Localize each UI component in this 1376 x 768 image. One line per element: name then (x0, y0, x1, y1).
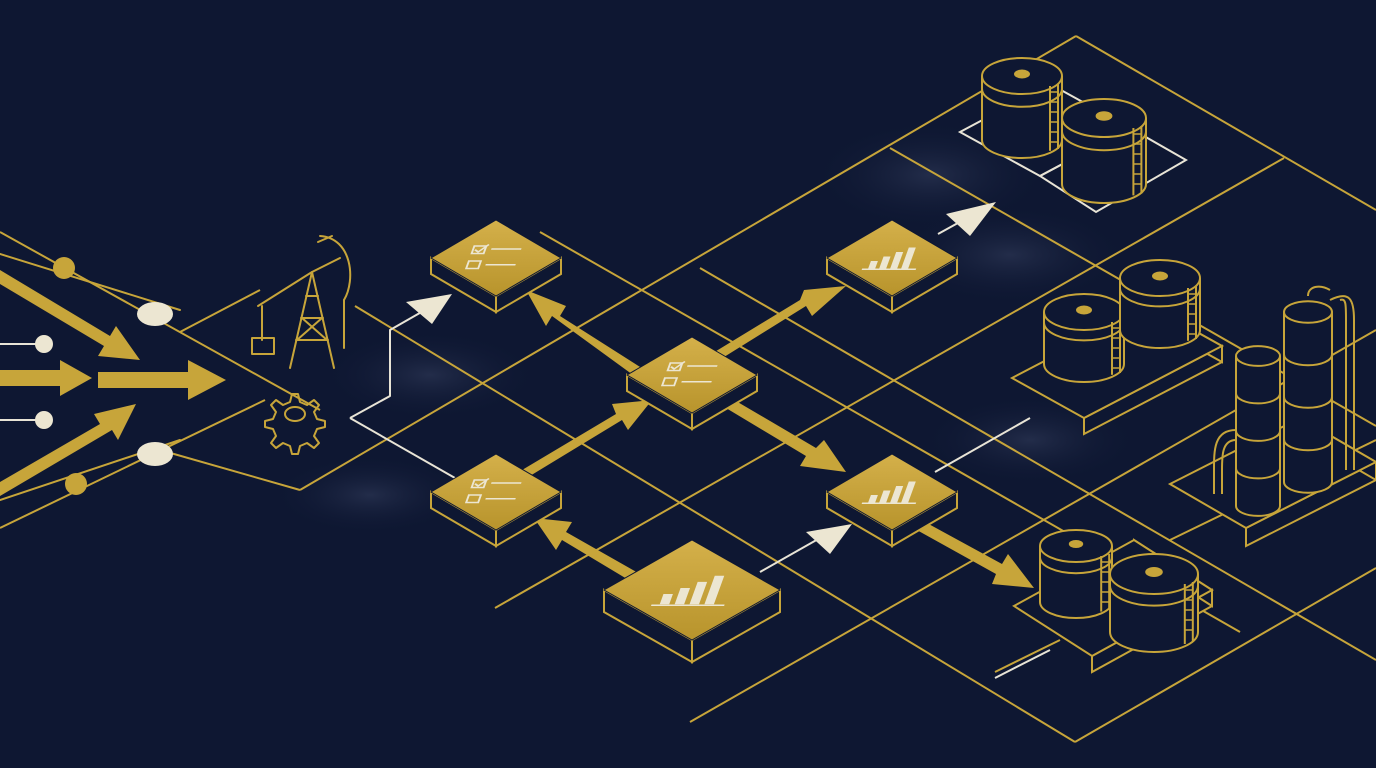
incoming-flows (0, 253, 226, 501)
bar-chart-icon (861, 481, 917, 504)
bar-chart-icon (650, 575, 725, 606)
refinery-column-icon (1167, 285, 1376, 548)
storage-tank-pair-icon (957, 57, 1189, 214)
process-node-large-chart (602, 539, 782, 664)
process-node-bottom-left (430, 453, 562, 548)
connector-lines (349, 207, 1051, 679)
gear-icon (264, 393, 326, 455)
process-node-top-right (826, 219, 958, 314)
process-node-center (626, 336, 758, 431)
checklist-icon (464, 478, 522, 504)
oil-pumpjack-icon (251, 235, 352, 369)
checklist-icon (660, 361, 718, 387)
process-node-bottom-right (826, 453, 958, 548)
connector-arrowheads (406, 202, 996, 554)
storage-tank-pair-icon (1009, 259, 1225, 436)
checklist-icon (464, 244, 522, 270)
flow-arrows (512, 286, 1034, 588)
storage-tank-pair-icon (1012, 529, 1214, 674)
bar-chart-icon (861, 247, 917, 270)
background-glow (270, 120, 1140, 535)
process-node-top-left (430, 219, 562, 314)
